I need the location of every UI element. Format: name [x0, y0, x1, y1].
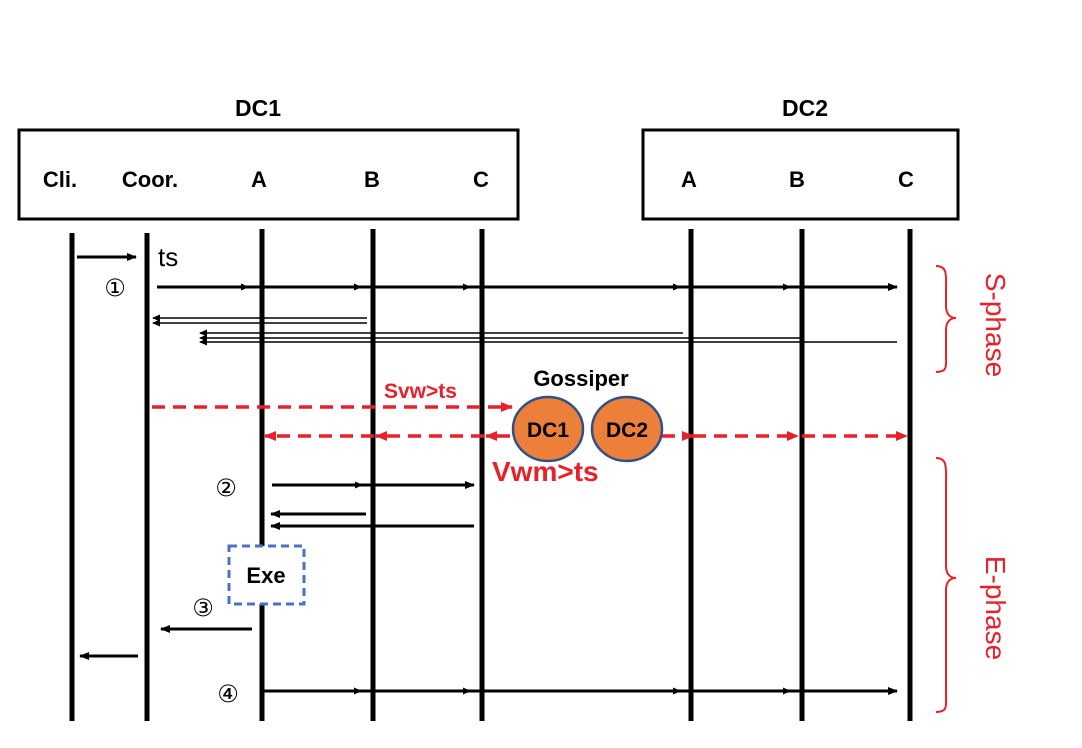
col-dc1-a: A	[251, 167, 267, 192]
gossiper-node-dc1: DC1	[511, 395, 585, 463]
col-dc1-c: C	[473, 167, 489, 192]
dc1-box	[17, 128, 520, 221]
e-phase-label: E-phase	[980, 556, 1011, 660]
col-dc2-b: B	[789, 167, 805, 192]
step-4-label: ④	[217, 681, 239, 708]
step-1-label: ①	[104, 275, 126, 302]
col-dc2-a: A	[681, 167, 697, 192]
gossiper-dc1-label: DC1	[527, 419, 569, 442]
col-dc2-c: C	[898, 167, 914, 192]
dc2-box	[641, 128, 960, 221]
gossiper-dc2-label: DC2	[606, 419, 648, 442]
col-coordinator: Coor.	[122, 167, 178, 192]
gossiper-node-dc2: DC2	[590, 395, 664, 463]
e-phase-brace	[935, 457, 957, 713]
exe-label: Exe	[246, 563, 285, 588]
s-phase-label: S-phase	[980, 273, 1011, 377]
lifelines	[69, 229, 913, 721]
step1-response-arrows	[152, 314, 897, 346]
step-2-label: ②	[215, 475, 237, 502]
col-dc1-b: B	[364, 167, 380, 192]
col-client: Cli.	[43, 167, 77, 192]
gossiper-label: Gossiper	[533, 366, 629, 391]
s-phase-brace	[935, 265, 957, 373]
dc1-title: DC1	[235, 95, 281, 121]
dc2-title: DC2	[782, 95, 828, 121]
svw-label: Svw>ts	[384, 380, 457, 403]
exe-box	[227, 544, 306, 606]
step-3-label: ③	[192, 595, 214, 622]
step2-response-arrows	[270, 510, 474, 530]
ts-label: ts	[158, 242, 178, 272]
vwm-label: Vwm>ts	[492, 456, 599, 487]
